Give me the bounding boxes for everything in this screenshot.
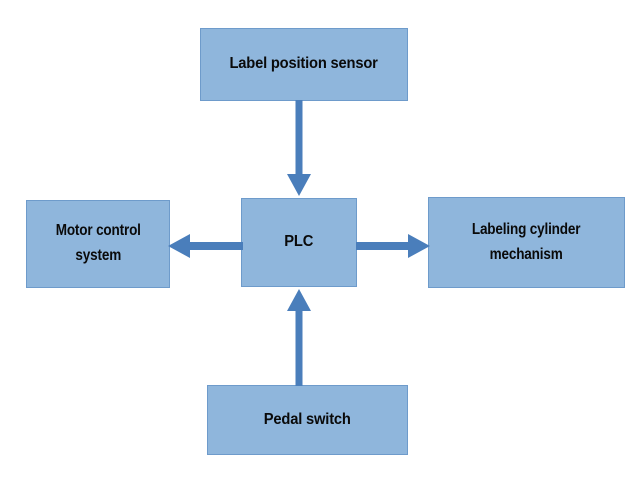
node-label: Motor control system [37, 219, 159, 269]
arrow-shape [356, 234, 430, 258]
arrow-up-pedal-to-plc-icon [286, 287, 312, 386]
node-plc[interactable]: PLC [241, 198, 357, 287]
arrow-shape [168, 234, 243, 258]
node-motor-control-system[interactable]: Motor control system [26, 200, 170, 288]
node-pedal-switch[interactable]: Pedal switch [207, 385, 408, 455]
arrow-shape [287, 289, 311, 386]
arrow-down-sensor-to-plc-icon [286, 100, 312, 198]
node-labeling-cylinder-mechanism[interactable]: Labeling cylinder mechanism [428, 197, 625, 288]
arrow-right-plc-to-cylinder-icon [356, 233, 430, 259]
arrow-shape [287, 100, 311, 196]
node-label: Labeling cylinder mechanism [453, 218, 600, 268]
node-label: Label position sensor [229, 55, 379, 73]
node-label-line1: Labeling cylinder [472, 220, 581, 238]
node-label-position-sensor[interactable]: Label position sensor [200, 28, 408, 101]
node-label: Pedal switch [264, 410, 351, 428]
arrow-left-plc-to-motor-icon [168, 233, 243, 259]
node-label-line2: system [75, 247, 121, 264]
node-label: PLC [284, 233, 314, 251]
node-label-line1: Motor control [55, 222, 141, 240]
node-label-line2: mechanism [489, 245, 564, 263]
